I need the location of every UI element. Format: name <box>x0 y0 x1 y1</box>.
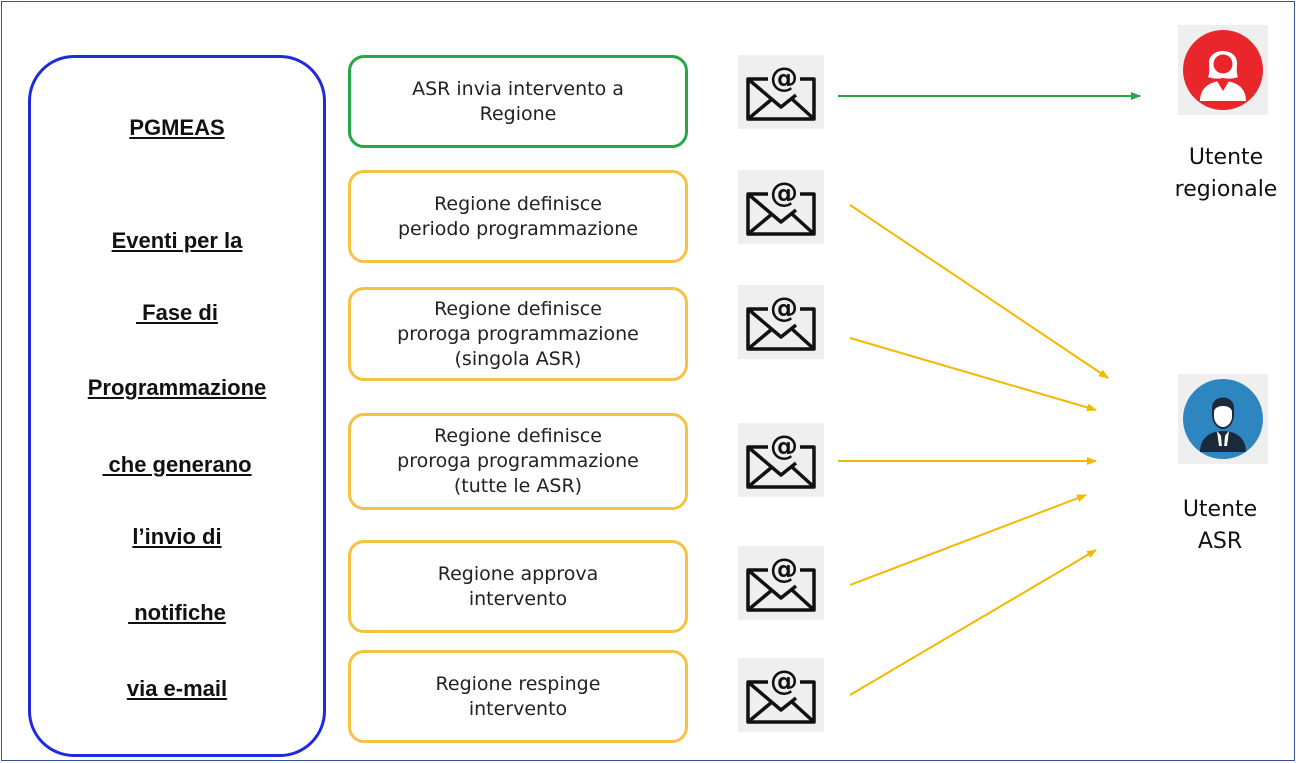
female-user-icon <box>1178 25 1268 115</box>
male-user-icon <box>1178 374 1268 464</box>
event-label: Regione definisce periodo programmazione <box>397 192 639 240</box>
svg-text:@: @ <box>770 61 798 94</box>
event-label: Regione definisce proroga programmazione… <box>397 297 639 370</box>
email-at-icon: @ <box>738 546 824 620</box>
left-line-8: via e-mail <box>126 676 228 701</box>
regional-user-label: Utente regionale <box>1174 145 1278 202</box>
left-panel-box <box>28 55 326 757</box>
svg-text:@: @ <box>770 664 798 697</box>
email-at-icon: @ <box>738 170 824 244</box>
event-label: Regione approva intervento <box>437 562 599 610</box>
left-line-2: Eventi per la <box>111 228 243 253</box>
left-line-4: Programmazione <box>87 375 267 400</box>
email-at-icon: @ <box>738 423 824 497</box>
svg-text:@: @ <box>770 291 798 324</box>
svg-text:@: @ <box>770 429 798 462</box>
left-title: PGMEAS <box>129 115 225 140</box>
asr-user-label: Utente ASR <box>1182 497 1258 554</box>
svg-text:@: @ <box>770 552 798 585</box>
event-label: ASR invia intervento a Regione <box>412 77 624 125</box>
event-box-reject: Regione respinge intervento <box>348 650 688 743</box>
email-at-icon: @ <box>738 285 824 359</box>
event-box-approve: Regione approva intervento <box>348 540 688 633</box>
event-box-extension-all: Regione definisce proroga programmazione… <box>348 413 688 510</box>
email-at-icon: @ <box>738 658 824 732</box>
event-box-extension-single: Regione definisce proroga programmazione… <box>348 287 688 381</box>
svg-text:@: @ <box>770 176 798 209</box>
email-at-icon: @ <box>738 55 824 129</box>
left-line-5: che generano <box>102 452 252 477</box>
left-line-3: Fase di <box>136 300 218 325</box>
event-label: Regione definisce proroga programmazione… <box>397 425 639 497</box>
event-box-asr-sends: ASR invia intervento a Regione <box>348 55 688 148</box>
event-label: Regione respinge intervento <box>435 672 601 720</box>
left-line-7: notifiche <box>128 600 226 625</box>
event-box-period: Regione definisce periodo programmazione <box>348 170 688 263</box>
left-line-6: l’invio di <box>132 524 222 549</box>
